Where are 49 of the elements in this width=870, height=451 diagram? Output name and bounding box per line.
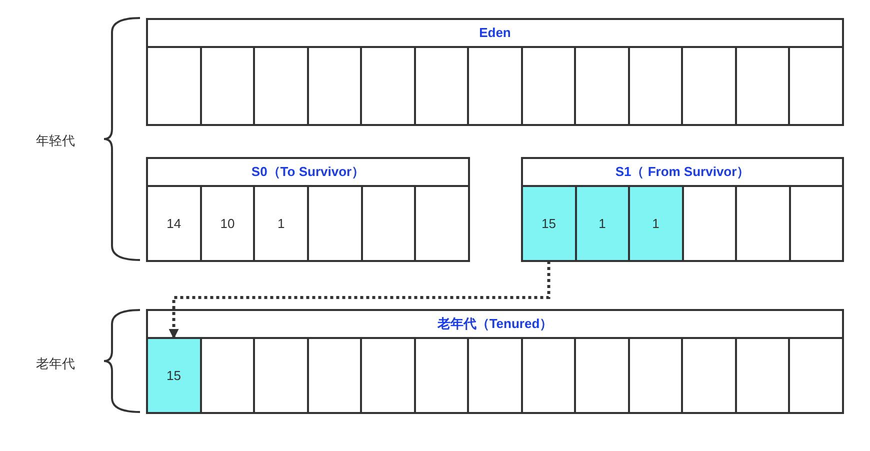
- memory-region: [146, 309, 844, 414]
- empty-memory-cell: [575, 47, 629, 125]
- region-title: Eden: [147, 19, 843, 47]
- generation-label: 年轻代: [36, 132, 75, 150]
- empty-memory-cell: [254, 338, 308, 413]
- memory-region: [521, 157, 844, 262]
- empty-memory-cell: [789, 338, 843, 413]
- empty-memory-cell: [628, 47, 682, 125]
- arrow: [168, 261, 550, 339]
- region-title: S0（To Survivor）: [147, 158, 469, 186]
- empty-memory-cell: [361, 338, 415, 413]
- empty-memory-cell: [682, 47, 736, 125]
- memory-cell: 15: [522, 186, 576, 261]
- memory-cell: 1: [254, 186, 308, 261]
- memory-cell: 1: [629, 186, 682, 261]
- empty-memory-cell: [200, 338, 254, 413]
- region-title: 老年代（Tenured）: [147, 310, 843, 338]
- generation-label: 老年代: [36, 355, 75, 373]
- empty-memory-cell: [361, 47, 415, 125]
- empty-memory-cell: [736, 186, 790, 261]
- empty-memory-cell: [414, 338, 468, 413]
- empty-memory-cell: [308, 186, 362, 261]
- memory-cell: 1: [576, 186, 629, 261]
- empty-memory-cell: [362, 186, 416, 261]
- empty-memory-cell: [790, 186, 843, 261]
- region-title: S1（ From Survivor）: [522, 158, 843, 186]
- empty-memory-cell: [736, 47, 790, 125]
- empty-memory-cell: [308, 338, 362, 413]
- empty-memory-cell: [522, 338, 576, 413]
- empty-memory-cell: [522, 47, 576, 125]
- memory-cell: 15: [147, 338, 201, 413]
- memory-region: [146, 157, 470, 262]
- memory-cell: 10: [200, 186, 254, 261]
- empty-memory-cell: [468, 47, 522, 125]
- empty-memory-cell: [682, 186, 736, 261]
- empty-memory-cell: [415, 186, 469, 261]
- empty-memory-cell: [468, 338, 522, 413]
- empty-memory-cell: [414, 47, 468, 125]
- empty-memory-cell: [575, 338, 629, 413]
- empty-memory-cell: [736, 338, 790, 413]
- empty-memory-cell: [254, 47, 308, 125]
- empty-memory-cell: [147, 47, 201, 125]
- memory-region: [146, 18, 844, 126]
- empty-memory-cell: [200, 47, 254, 125]
- empty-memory-cell: [628, 338, 682, 413]
- empty-memory-cell: [308, 47, 362, 125]
- memory-cell: 14: [147, 186, 201, 261]
- empty-memory-cell: [682, 338, 736, 413]
- empty-memory-cell: [789, 47, 843, 125]
